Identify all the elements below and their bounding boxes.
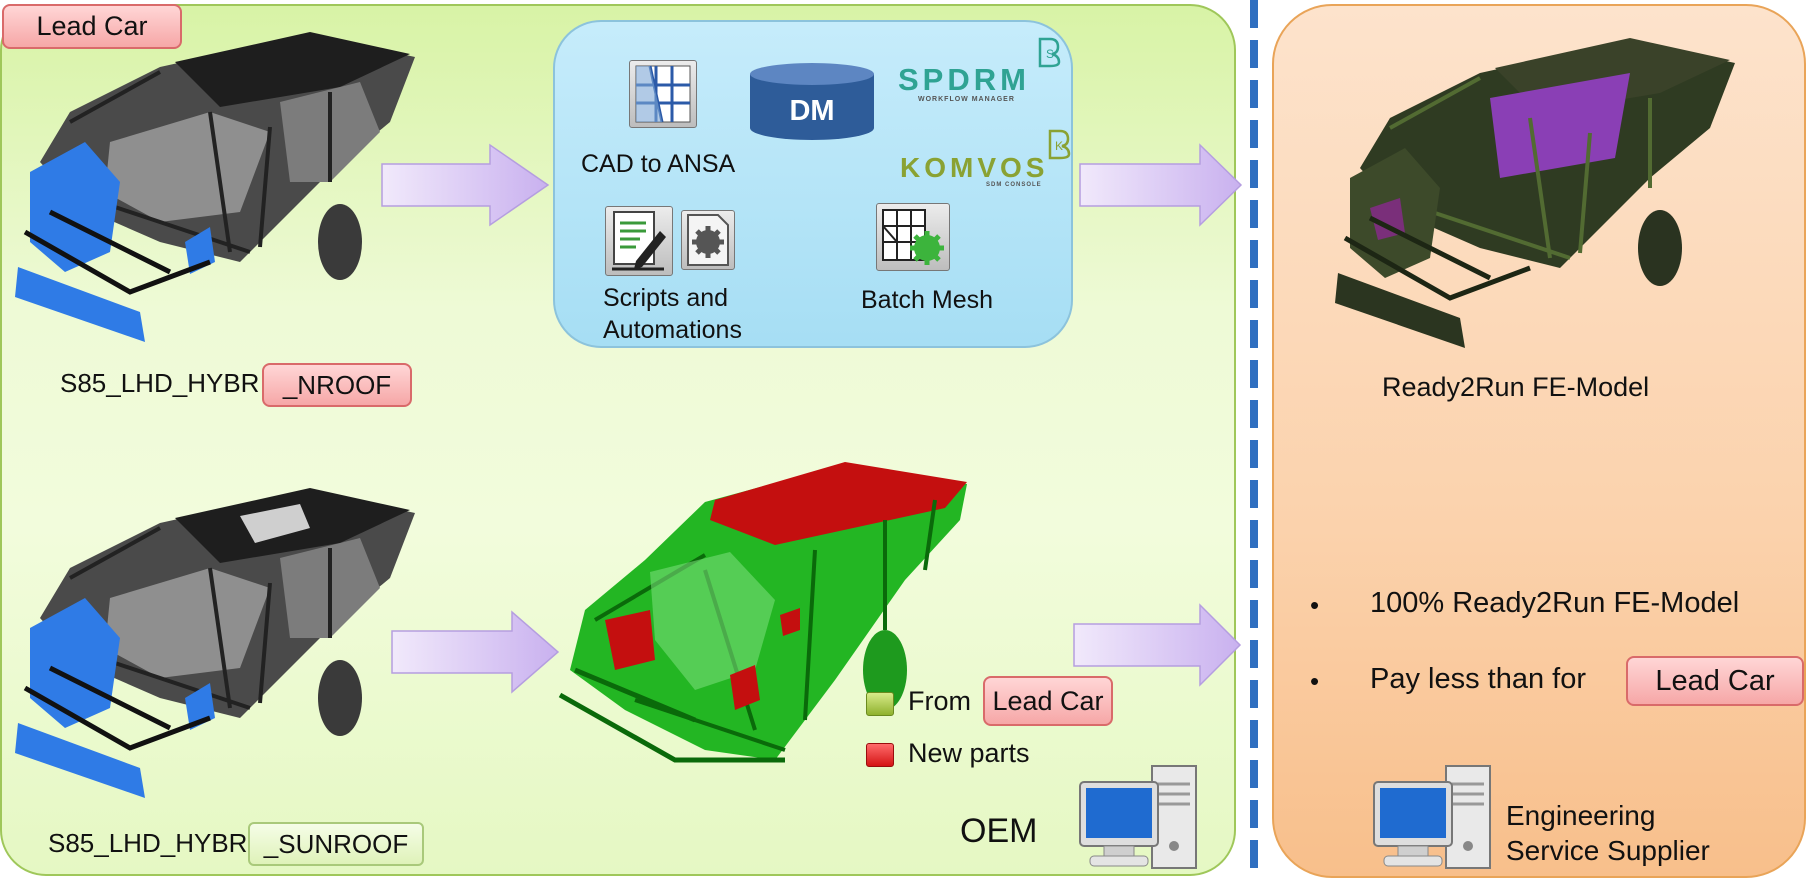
scripts-label-line2: Automations xyxy=(603,316,742,344)
oem-computer-icon xyxy=(1079,765,1197,869)
ready2run-label: Ready2Run FE-Model xyxy=(1382,372,1650,402)
komvos-logo: KOMVOS xyxy=(900,152,1049,183)
arrow-car1-to-tools xyxy=(381,143,550,227)
svg-text:S: S xyxy=(1046,47,1054,61)
car1-name-prefix: S85_LHD_HYBR xyxy=(60,368,260,398)
komvos-subtitle: SDM CONSOLE xyxy=(986,182,1042,188)
cad-to-ansa-icon xyxy=(629,60,697,128)
supplier-label: Engineering Service Supplier xyxy=(1506,798,1710,868)
supplier-computer-icon xyxy=(1373,765,1491,869)
arrow-tools-to-supplier xyxy=(1079,143,1243,227)
car2-name-suffix-label: _SUNROOF xyxy=(263,828,409,859)
car1-name-suffix-label: _NROOF xyxy=(282,369,392,400)
script-edit-icon xyxy=(605,206,673,276)
cad-to-ansa-label: CAD to ANSA xyxy=(581,150,736,178)
dm-label: DM xyxy=(789,95,835,127)
legend-from-label: From xyxy=(908,686,971,716)
car2-name-prefix: S85_LHD_HYBR xyxy=(48,828,248,858)
legend-new-parts-swatch xyxy=(866,743,894,767)
script-gear-icon xyxy=(681,210,735,270)
new-car-fe-model-image xyxy=(558,462,967,763)
spdrm-logo: SPDRM xyxy=(898,62,1030,97)
arrow-model-to-supplier xyxy=(1073,603,1242,687)
bullet-lead-car-tag-label: Lead Car xyxy=(1655,664,1775,697)
dm-database-icon xyxy=(750,63,874,140)
batch-mesh-label: Batch Mesh xyxy=(861,286,994,314)
sunroof-car-body-image xyxy=(15,488,415,798)
scripts-label: Scripts and Automations xyxy=(603,282,742,346)
ready2run-fe-model-image xyxy=(1335,38,1735,348)
lead-car-tag-label: Lead Car xyxy=(36,11,148,41)
scripts-label-line1: Scripts and xyxy=(603,284,729,312)
oem-label: OEM xyxy=(960,812,1038,850)
legend-lead-car-tag: Lead Car xyxy=(983,676,1113,726)
supplier-label-line2: Service Supplier xyxy=(1506,835,1710,866)
svg-text:K: K xyxy=(1055,139,1063,153)
spdrm-subtitle: WORKFLOW MANAGER xyxy=(918,96,1015,103)
supplier-label-line1: Engineering xyxy=(1506,800,1656,831)
bullet-1-mark: • xyxy=(1310,590,1320,620)
legend-new-parts-label: New parts xyxy=(908,738,1030,768)
bullet-lead-car-tag: Lead Car xyxy=(1626,656,1804,706)
komvos-badge-icon: K xyxy=(1048,129,1071,160)
lead-car-tag: Lead Car xyxy=(2,4,182,49)
batch-mesh-icon xyxy=(876,203,950,271)
spdrm-badge-icon: S xyxy=(1038,37,1061,68)
arrow-car2-to-model xyxy=(391,610,560,694)
legend-lead-car-tag-label: Lead Car xyxy=(992,685,1104,716)
legend-from-swatch xyxy=(866,692,894,716)
lead-car-body-image xyxy=(15,32,415,342)
bullet-1-text: 100% Ready2Run FE-Model xyxy=(1370,587,1740,619)
car2-name-suffix-tag: _SUNROOF xyxy=(248,822,424,866)
car1-name-suffix-tag: _NROOF xyxy=(262,363,412,407)
bullet-2-mark: • xyxy=(1310,666,1320,696)
bullet-2-text: Pay less than for xyxy=(1370,663,1586,695)
dashed-divider xyxy=(1250,0,1258,878)
